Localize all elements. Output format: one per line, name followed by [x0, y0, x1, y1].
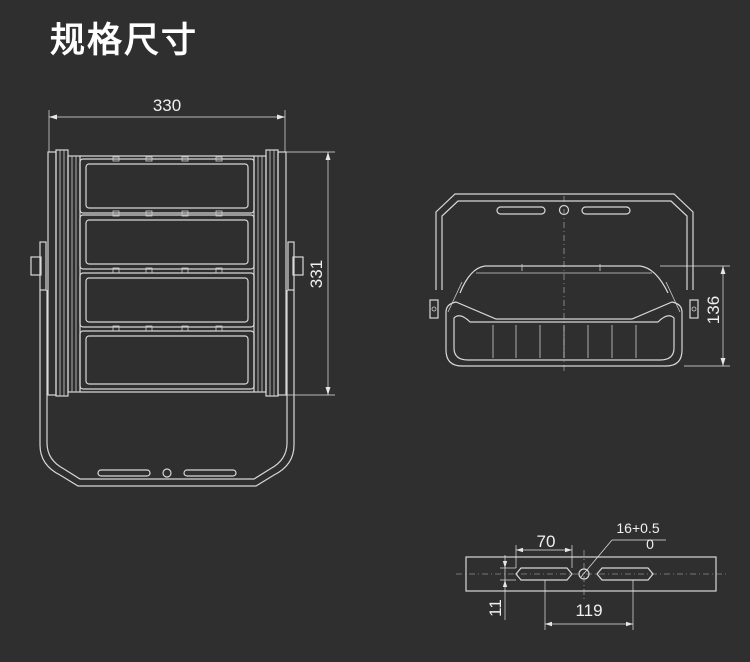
slot-length-label: 70 [537, 532, 556, 551]
bracket-detail: 70 16+0.5 0 11 119 [456, 520, 726, 630]
front-view: 330 331 [30, 96, 335, 487]
bracket-thickness-label: 11 [486, 599, 505, 617]
hole-spacing-label: 119 [575, 601, 602, 620]
side-depth-label: 136 [704, 296, 723, 324]
hole-tolerance-top: 16+0.5 [616, 520, 659, 536]
page-title: 规格尺寸 [50, 21, 199, 61]
front-width-label: 330 [153, 96, 181, 115]
hole-tolerance-bottom: 0 [646, 536, 654, 552]
side-view: 136 [429, 193, 730, 374]
front-height-label: 331 [307, 260, 326, 288]
